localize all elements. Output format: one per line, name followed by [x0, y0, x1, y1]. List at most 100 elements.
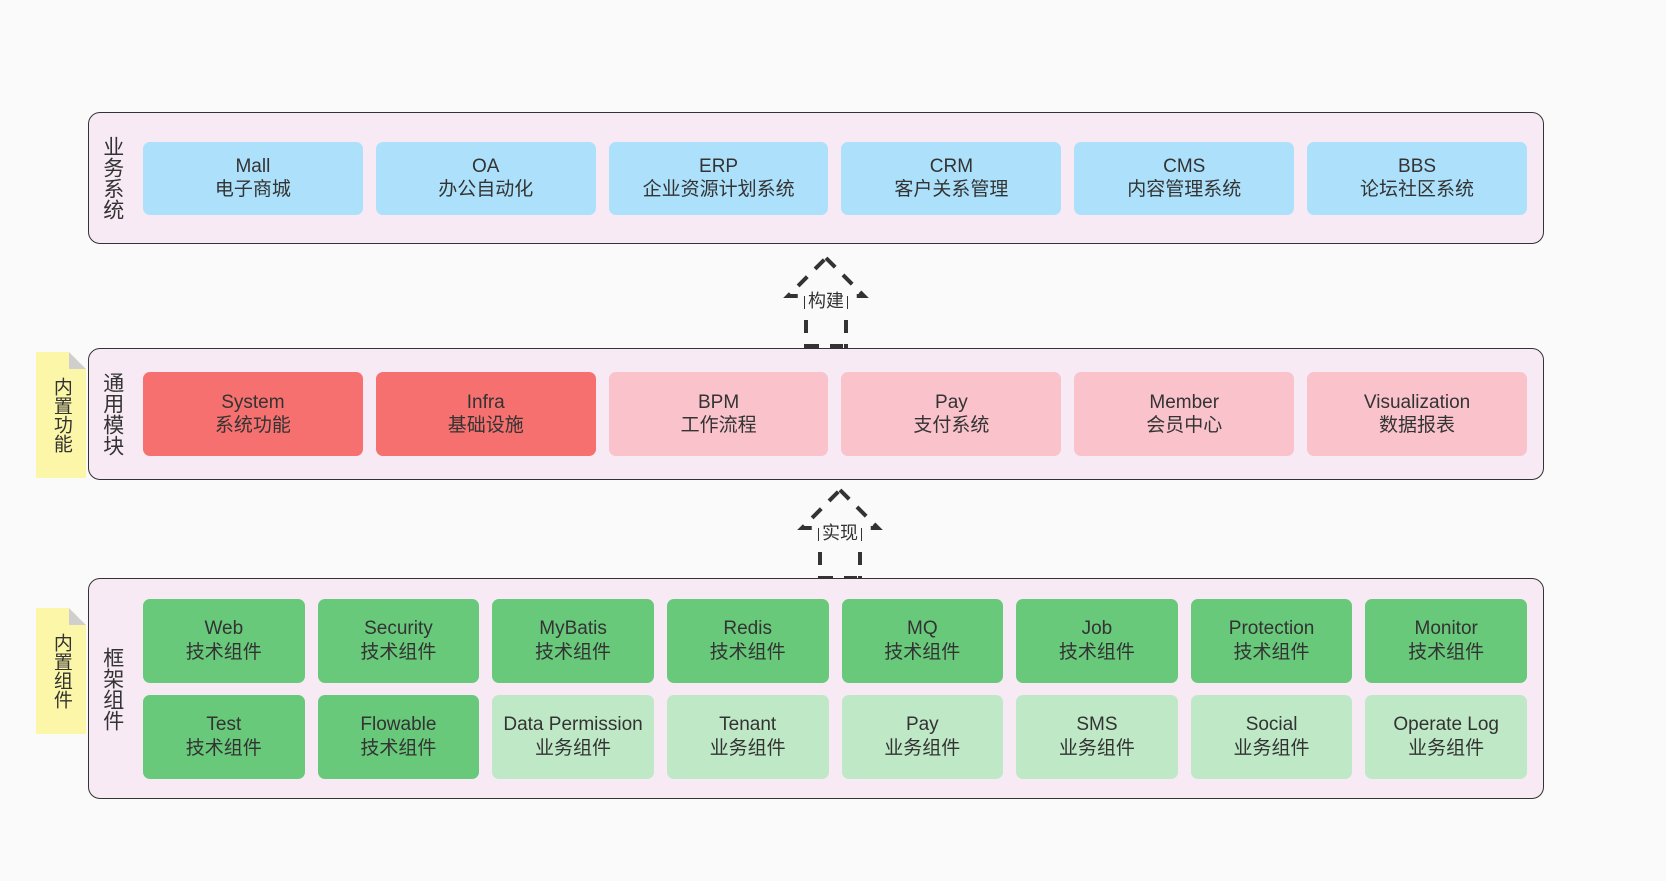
- card-title: BBS: [1398, 155, 1437, 177]
- layer-title-framework: 框架组件: [100, 646, 124, 731]
- card-subtitle: 支付系统: [913, 415, 990, 436]
- card-job[interactable]: Job 技术组件: [1016, 598, 1178, 683]
- card-title: Monitor: [1414, 618, 1478, 640]
- card-crm[interactable]: CRM 客户关系管理: [841, 141, 1062, 215]
- card-subtitle: 业务组件: [709, 737, 786, 759]
- note-built-in-features: 内置功能: [36, 352, 86, 478]
- layer-common-modules: 通用模块 System 系统功能 Infra 基础设施 BPM 工作流程 Pay…: [88, 348, 1544, 480]
- card-system[interactable]: System 系统功能: [143, 372, 363, 456]
- card-operate-log[interactable]: Operate Log 业务组件: [1365, 694, 1527, 779]
- card-security[interactable]: Security 技术组件: [317, 598, 480, 683]
- note-text: 内置功能: [50, 377, 72, 453]
- card-title: Data Permission: [503, 714, 643, 736]
- card-cms[interactable]: CMS 内容管理系统: [1074, 141, 1295, 215]
- card-mq[interactable]: MQ 技术组件: [841, 598, 1004, 683]
- card-subtitle: 技术组件: [709, 641, 786, 663]
- note-fold-corner-icon: [69, 352, 86, 369]
- note-text: 内置组件: [50, 633, 72, 709]
- card-title: CMS: [1163, 155, 1206, 177]
- card-data-permission[interactable]: Data Permission 业务组件: [492, 694, 654, 779]
- card-title: Pay: [935, 391, 968, 413]
- card-title: Visualization: [1363, 391, 1471, 413]
- card-mall[interactable]: Mall 电子商城: [143, 141, 363, 215]
- layer-framework-components: 框架组件 Web 技术组件 Security 技术组件 MyBatis 技术组件…: [88, 578, 1544, 799]
- card-title: Social: [1245, 714, 1298, 736]
- card-infra[interactable]: Infra 基础设施: [375, 372, 596, 456]
- card-subtitle: 业务组件: [884, 737, 961, 759]
- card-title: Protection: [1228, 618, 1315, 640]
- connector-realize: 实现: [760, 487, 920, 580]
- card-subtitle: 技术组件: [185, 641, 262, 663]
- connector-build-label: 构建: [805, 291, 847, 312]
- card-subtitle: 技术组件: [185, 737, 262, 759]
- card-title: Mall: [235, 155, 271, 177]
- card-subtitle: 业务组件: [1058, 737, 1135, 759]
- card-subtitle: 技术组件: [884, 641, 961, 663]
- card-subtitle: 基础设施: [447, 415, 524, 436]
- card-subtitle: 技术组件: [1408, 641, 1485, 663]
- layer-title-common: 通用模块: [100, 372, 124, 456]
- card-title: Security: [364, 618, 433, 640]
- layer-body-framework: Web 技术组件 Security 技术组件 MyBatis 技术组件 Redi…: [135, 579, 1543, 798]
- card-pay-component[interactable]: Pay 业务组件: [841, 694, 1004, 779]
- card-pay-module[interactable]: Pay 支付系统: [841, 372, 1062, 456]
- card-title: Tenant: [719, 714, 777, 736]
- card-title: ERP: [699, 155, 739, 177]
- note-fold-corner-icon: [69, 608, 86, 625]
- card-title: Web: [204, 618, 244, 640]
- card-test[interactable]: Test 技术组件: [143, 694, 305, 779]
- card-subtitle: 电子商城: [214, 179, 291, 200]
- card-subtitle: 数据报表: [1379, 415, 1456, 436]
- card-row: System 系统功能 Infra 基础设施 BPM 工作流程 Pay 支付系统…: [143, 372, 1527, 456]
- card-row: Mall 电子商城 OA 办公自动化 ERP 企业资源计划系统 CRM 客户关系…: [143, 141, 1527, 215]
- card-title: MQ: [907, 618, 938, 640]
- card-title: Pay: [905, 714, 939, 736]
- card-social[interactable]: Social 业务组件: [1190, 694, 1353, 779]
- card-flowable[interactable]: Flowable 技术组件: [317, 694, 480, 779]
- card-redis[interactable]: Redis 技术组件: [666, 598, 829, 683]
- card-member[interactable]: Member 会员中心: [1074, 372, 1295, 456]
- card-title: OA: [472, 155, 500, 177]
- card-tenant[interactable]: Tenant 业务组件: [666, 694, 829, 779]
- card-subtitle: 系统功能: [214, 415, 291, 436]
- card-subtitle: 技术组件: [1058, 641, 1135, 663]
- card-title: Job: [1081, 618, 1113, 640]
- layer-title-business: 业务系统: [100, 136, 124, 220]
- layer-body-business: Mall 电子商城 OA 办公自动化 ERP 企业资源计划系统 CRM 客户关系…: [135, 113, 1543, 243]
- card-subtitle: 工作流程: [680, 415, 757, 436]
- card-title: MyBatis: [539, 618, 607, 640]
- card-subtitle: 企业资源计划系统: [642, 179, 795, 200]
- card-visualization[interactable]: Visualization 数据报表: [1307, 372, 1527, 456]
- card-subtitle: 客户关系管理: [894, 179, 1009, 200]
- card-title: Operate Log: [1393, 714, 1499, 736]
- card-row: Web 技术组件 Security 技术组件 MyBatis 技术组件 Redi…: [143, 598, 1527, 683]
- connector-realize-label: 实现: [819, 523, 861, 544]
- card-title: Infra: [466, 391, 505, 413]
- card-mybatis[interactable]: MyBatis 技术组件: [492, 598, 654, 683]
- card-protection[interactable]: Protection 技术组件: [1190, 598, 1353, 683]
- card-title: Test: [206, 714, 242, 736]
- card-oa[interactable]: OA 办公自动化: [375, 141, 596, 215]
- card-subtitle: 会员中心: [1146, 415, 1223, 436]
- card-title: BPM: [697, 391, 740, 413]
- layer-body-common: System 系统功能 Infra 基础设施 BPM 工作流程 Pay 支付系统…: [135, 349, 1543, 479]
- card-subtitle: 办公自动化: [438, 179, 534, 200]
- card-subtitle: 内容管理系统: [1127, 179, 1242, 200]
- connector-build: 构建: [746, 255, 906, 348]
- card-monitor[interactable]: Monitor 技术组件: [1365, 598, 1527, 683]
- card-subtitle: 技术组件: [535, 641, 612, 663]
- card-erp[interactable]: ERP 企业资源计划系统: [608, 141, 829, 215]
- card-bbs[interactable]: BBS 论坛社区系统: [1307, 141, 1527, 215]
- card-subtitle: 技术组件: [360, 641, 437, 663]
- card-title: SMS: [1076, 714, 1118, 736]
- card-title: CRM: [929, 155, 974, 177]
- card-subtitle: 技术组件: [1233, 641, 1310, 663]
- layer-business-systems: 业务系统 Mall 电子商城 OA 办公自动化 ERP 企业资源计划系统 CRM…: [88, 112, 1544, 244]
- card-web[interactable]: Web 技术组件: [143, 598, 305, 683]
- card-title: Flowable: [360, 714, 437, 736]
- card-sms[interactable]: SMS 业务组件: [1016, 694, 1178, 779]
- card-row: Test 技术组件 Flowable 技术组件 Data Permission …: [143, 694, 1527, 779]
- note-built-in-components: 内置组件: [36, 608, 86, 734]
- card-bpm[interactable]: BPM 工作流程: [608, 372, 829, 456]
